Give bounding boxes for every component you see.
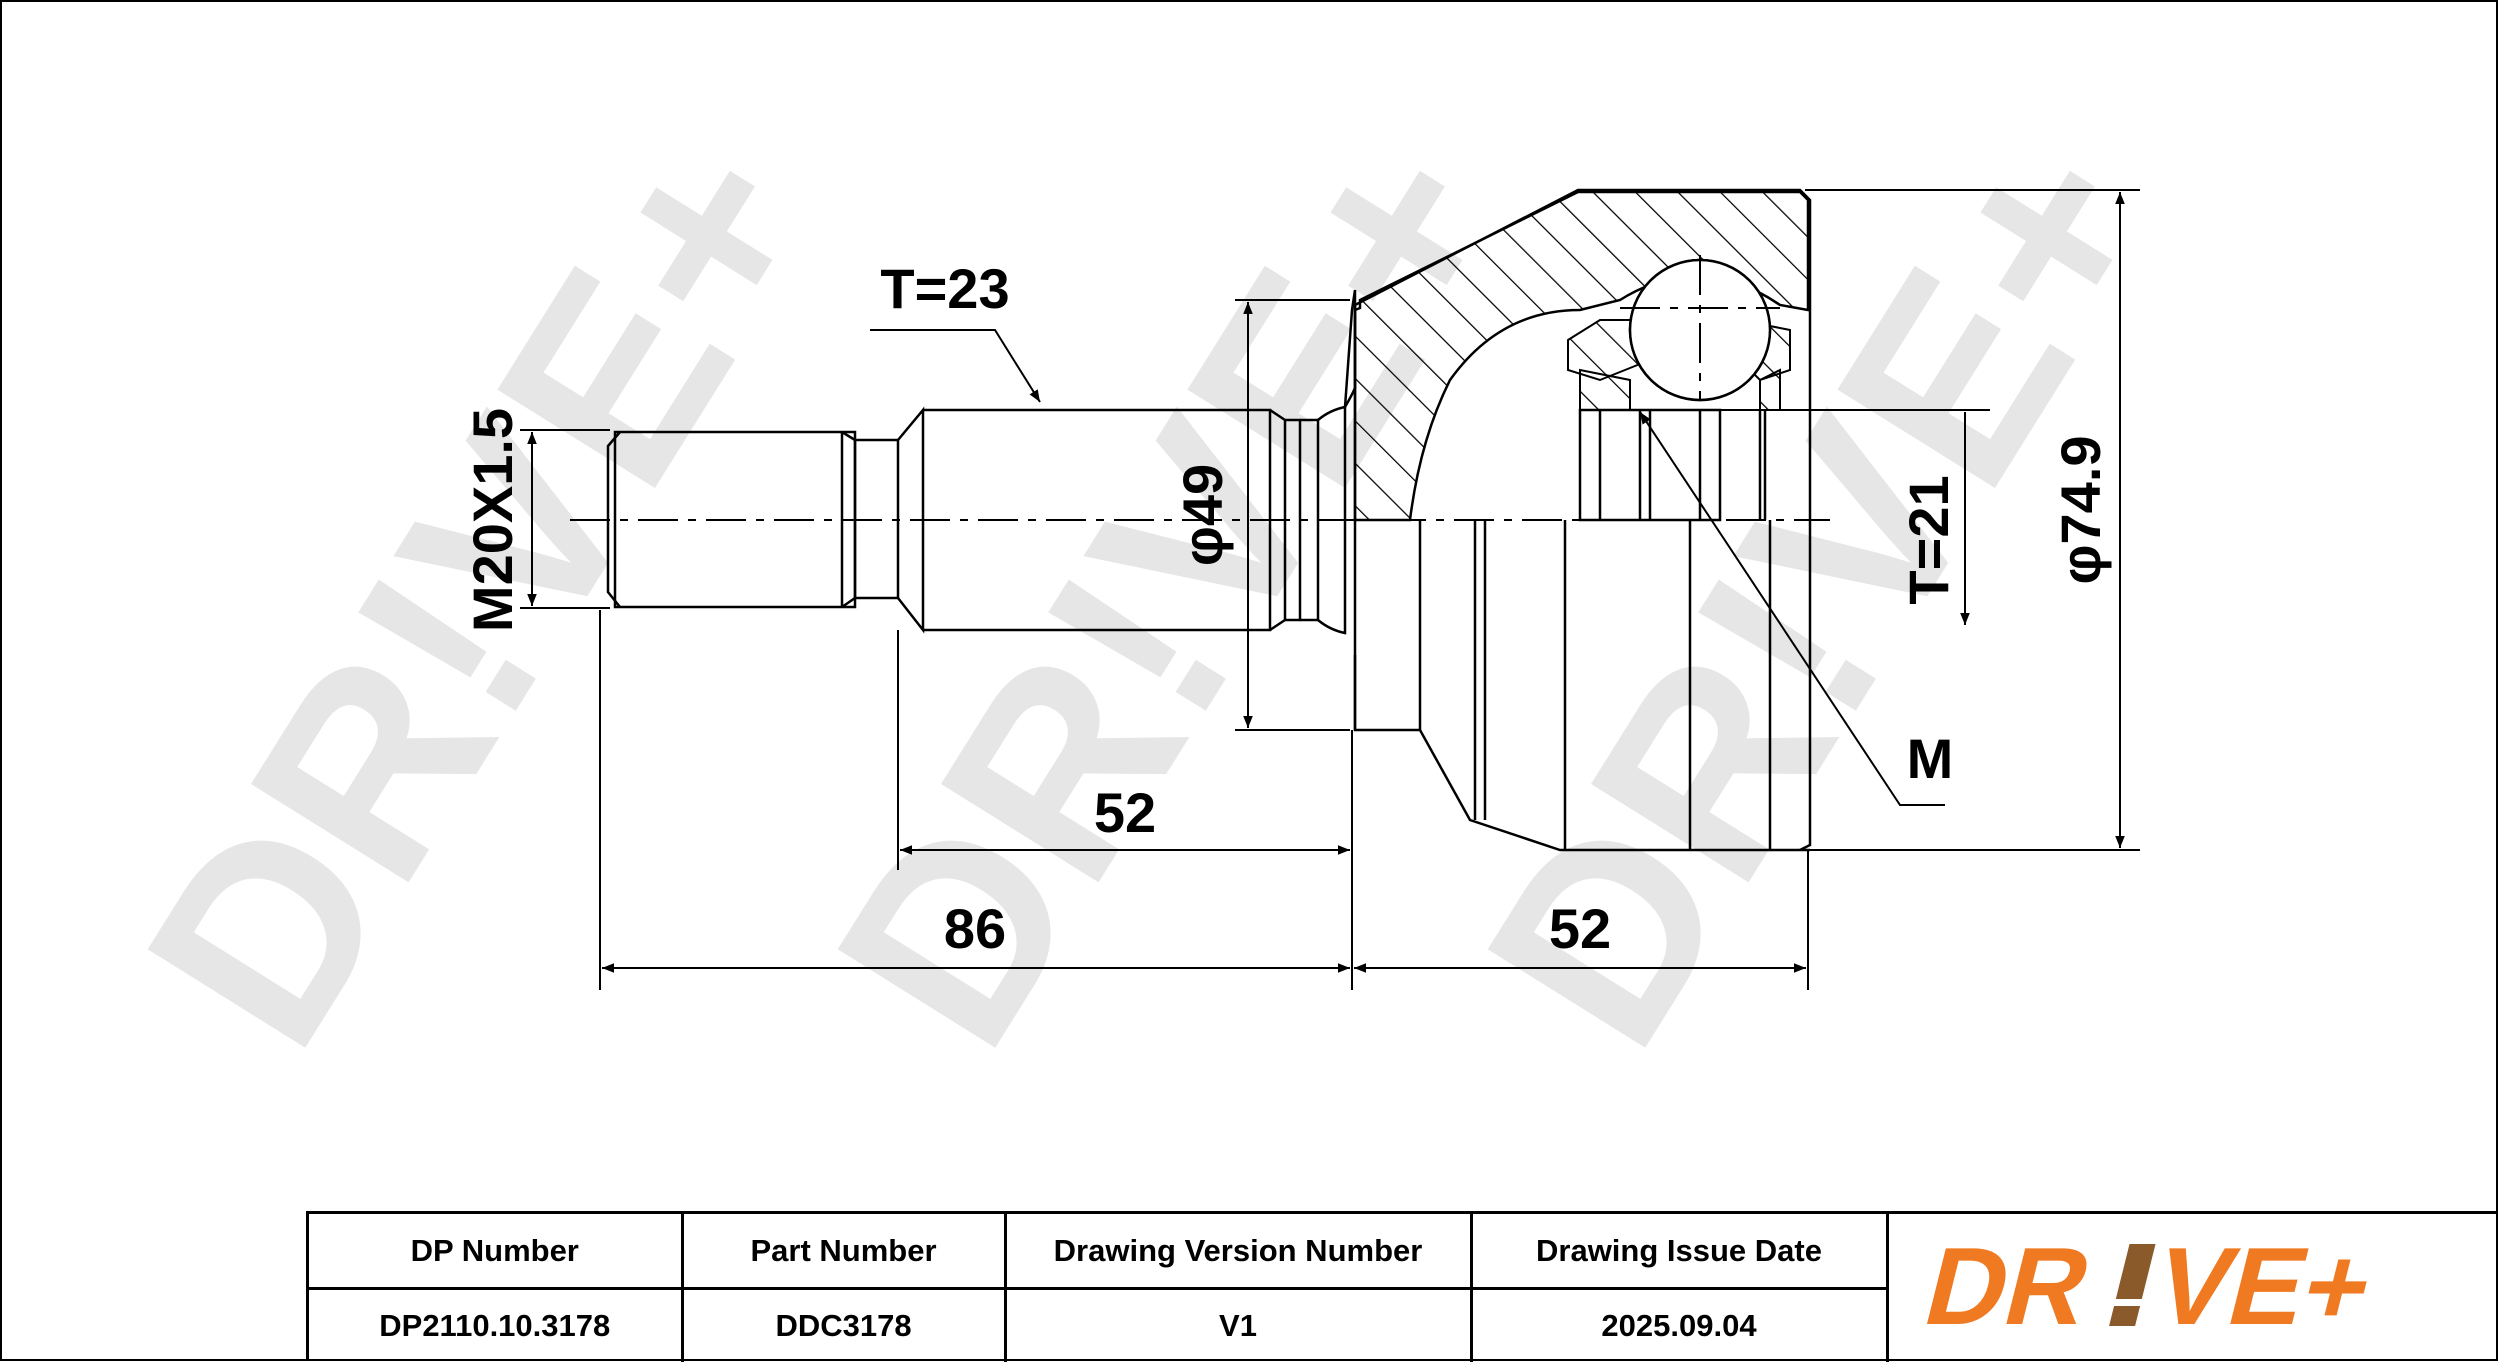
dim-body-length: 52 <box>1549 897 1611 960</box>
extension-lines <box>520 189 2140 990</box>
dim-thread: M20X1.5 <box>461 408 524 632</box>
brand-logo-mark: DR VE+ <box>1914 1225 2386 1348</box>
title-block-table: DP Number Part Number Drawing Version Nu… <box>309 1214 1889 1362</box>
dim-overall-shaft-length: 86 <box>944 897 1006 960</box>
logo-exclamation-bar <box>2115 1244 2156 1299</box>
dim-spline-hub: T=21 <box>1897 475 1960 604</box>
logo-text-before: DR <box>1914 1225 2104 1348</box>
value-part-number: DDC3178 <box>682 1288 1007 1362</box>
dimension-lines <box>527 192 2125 973</box>
title-block: DP Number Part Number Drawing Version Nu… <box>306 1211 2499 1362</box>
dimension-labels: M20X1.5 T=23 φ49 T=21 φ74.9 M 52 86 52 <box>461 257 2112 960</box>
dim-spline-shaft: T=23 <box>880 257 1009 320</box>
value-issue-date: 2025.09.04 <box>1471 1288 1889 1362</box>
logo-text-after: VE+ <box>2144 1225 2386 1348</box>
dim-shaft-diameter: φ49 <box>1171 464 1234 566</box>
logo-exclamation-dot <box>2109 1306 2141 1326</box>
header-issue-date: Drawing Issue Date <box>1471 1214 1889 1290</box>
header-dp-number: DP Number <box>309 1214 684 1290</box>
header-part-number: Part Number <box>682 1214 1007 1290</box>
dim-marker: M <box>1907 727 1954 790</box>
value-dp-number: DP2110.10.3178 <box>309 1288 684 1362</box>
header-drawing-version: Drawing Version Number <box>1005 1214 1473 1290</box>
center-lines <box>570 255 1830 521</box>
dim-stem-length: 52 <box>1094 781 1156 844</box>
value-drawing-version: V1 <box>1005 1288 1473 1362</box>
brand-logo: DR VE+ <box>1887 1214 2499 1361</box>
dim-outer-diameter: φ74.9 <box>2049 435 2112 584</box>
watermark: DR!VE+ DR!VE+ DR!VE+ <box>90 88 2214 1094</box>
